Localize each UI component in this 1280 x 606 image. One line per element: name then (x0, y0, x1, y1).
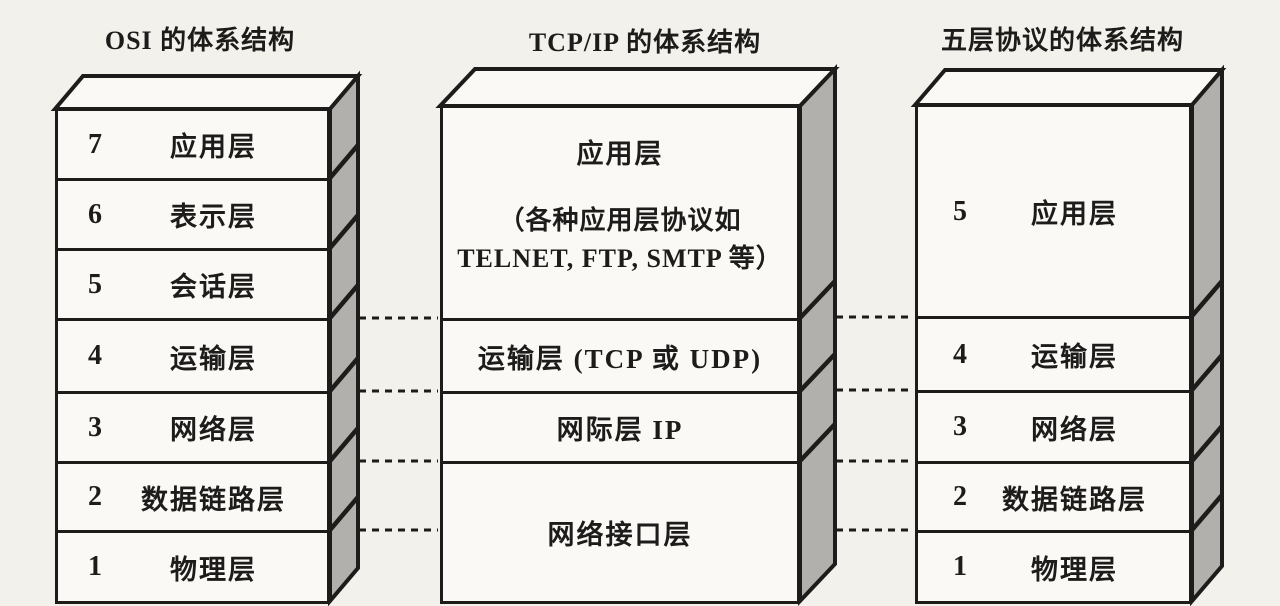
fivelayer-layer-network: 3 网络层 (915, 390, 1192, 464)
fivelayer-side-face (1190, 64, 1224, 606)
layer-label: 应用层 (170, 132, 257, 162)
layer-label: 表示层 (170, 202, 257, 232)
osi-side-face (328, 70, 360, 606)
osi-layer-physical: 1 物理层 (55, 530, 330, 604)
osi-layer-datalink: 2 数据链路层 (55, 461, 330, 533)
osi-layer-presentation: 6 表示层 (55, 178, 330, 251)
layer-number: 4 (88, 340, 102, 371)
osi-layer-application: 7 应用层 (55, 108, 330, 181)
layer-label: 数据链路层 (1002, 484, 1147, 515)
layer-label: 网络层 (170, 415, 257, 445)
fivelayer-column-title: 五层协议的体系结构 (940, 26, 1184, 55)
fivelayer-layer-datalink: 2 数据链路层 (915, 461, 1192, 533)
layer-number: 5 (88, 268, 102, 300)
layer-number: 5 (953, 195, 967, 227)
layer-sublabel-line2: TELNET, FTP, SMTP 等） (457, 244, 783, 273)
osi-layer-transport: 4 运输层 (55, 318, 330, 394)
osi-layer-network: 3 网络层 (55, 391, 330, 464)
layer-number: 2 (953, 481, 967, 512)
layer-label: 数据链路层 (141, 484, 286, 515)
layer-number: 3 (88, 411, 102, 443)
layer-label: 运输层 (TCP 或 UDP) (477, 343, 763, 374)
left-dashed-connectors (359, 316, 438, 532)
layer-label: 物理层 (170, 554, 257, 585)
layer-label: 网络接口层 (547, 520, 693, 550)
layer-number: 7 (88, 128, 102, 160)
layer-label: 应用层 (1031, 199, 1118, 229)
layer-label: 运输层 (1031, 342, 1118, 372)
fivelayer-layer-application: 5 应用层 (915, 104, 1192, 319)
osi-stack: 7 应用层 6 表示层 5 会话层 4 运输层 3 网络层 2 数据链路层 1 … (55, 0, 330, 606)
layer-label: 应用层 (576, 139, 664, 169)
tcpip-side-hatch-lines (798, 279, 837, 463)
fivelayer-side-hatch-lines (1190, 279, 1224, 532)
layer-label: 运输层 (170, 343, 257, 374)
layer-label: 会话层 (170, 272, 257, 302)
fivelayer-layer-transport: 4 运输层 (915, 316, 1192, 393)
layer-number: 4 (953, 338, 967, 370)
tcpip-stack: 应用层 （各种应用层协议如 TELNET, FTP, SMTP 等） 运输层 (… (440, 0, 800, 606)
tcpip-layer-network-interface: 网络接口层 (440, 461, 800, 604)
fivelayer-layer-physical: 1 物理层 (915, 530, 1192, 604)
right-dashed-connectors (836, 315, 913, 532)
tcpip-side-face (798, 63, 837, 606)
layer-number: 1 (88, 551, 102, 582)
layer-sublabel-line1: （各种应用层协议如 (498, 206, 742, 235)
fivelayer-stack: 5 应用层 4 运输层 3 网络层 2 数据链路层 1 物理层 (915, 0, 1192, 606)
layer-number: 2 (88, 481, 102, 512)
layer-number: 3 (953, 411, 967, 442)
tcpip-column-title: TCP/IP 的体系结构 (528, 28, 762, 57)
tcpip-layer-application: 应用层 （各种应用层协议如 TELNET, FTP, SMTP 等） (440, 105, 800, 321)
osi-column-title: OSI 的体系结构 (104, 26, 296, 55)
layer-label: 网络层 (1031, 414, 1118, 445)
tcpip-layer-internet: 网际层 IP (440, 391, 800, 464)
layer-label: 网际层 IP (556, 415, 684, 445)
osi-side-hatch-lines (328, 143, 360, 532)
tcpip-layer-transport: 运输层 (TCP 或 UDP) (440, 318, 800, 394)
layer-label: 物理层 (1031, 554, 1118, 585)
layer-number: 1 (953, 551, 967, 582)
osi-layer-session: 5 会话层 (55, 248, 330, 321)
layer-number: 6 (88, 198, 102, 230)
